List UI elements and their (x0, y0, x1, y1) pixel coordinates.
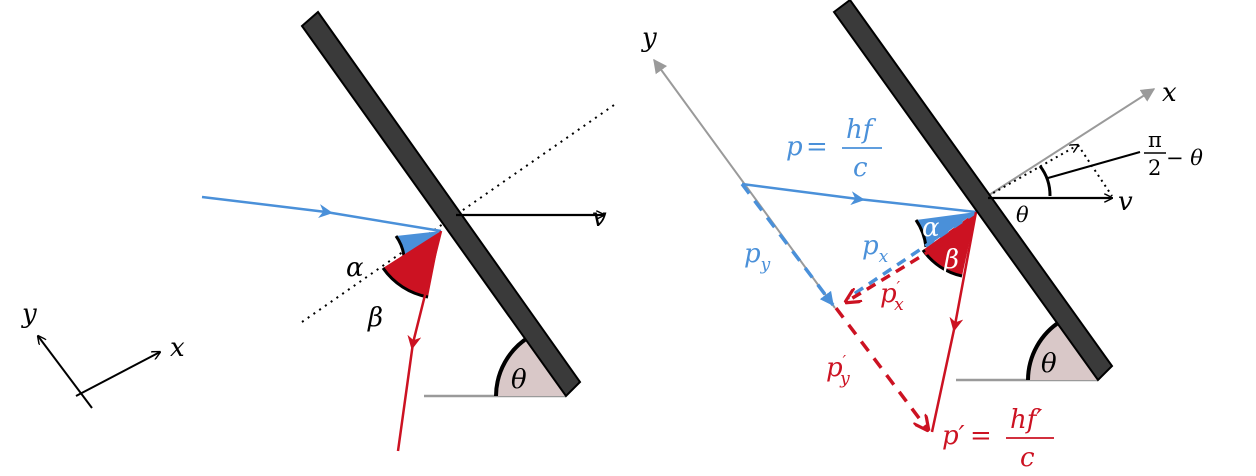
right-beta-wedge (923, 212, 976, 276)
right-beta-label: β (943, 245, 959, 275)
left-velocity-label: v (592, 203, 607, 233)
right-velocity-label: v (1118, 187, 1133, 217)
left-mirror (300, 10, 582, 398)
minus-theta-label: − θ (1166, 146, 1203, 170)
hf-prime-numerator: hf′ (1010, 405, 1042, 435)
left-theta-arc (494, 335, 531, 397)
complement-leader-line (1047, 151, 1141, 179)
p-y-component (740, 182, 835, 307)
p-x-component (847, 210, 977, 300)
left-reflected-ray (396, 230, 443, 452)
v-x-projection (987, 145, 1078, 197)
reflected-momentum-ray (930, 211, 978, 433)
c-denominator: c (853, 153, 868, 183)
hf-numerator: hf (846, 115, 877, 145)
left-alpha-label: α (346, 253, 364, 283)
pi-numerator: π (1148, 128, 1162, 152)
left-beta-label: β (367, 303, 383, 333)
reflected-momentum-formula: p′ = hf′ c (942, 405, 1054, 473)
right-x-axis-label: x (1162, 78, 1177, 108)
v-drop-line (1077, 144, 1113, 197)
c-prime-denominator: c (1020, 443, 1035, 473)
pi-denominator: 2 (1148, 156, 1161, 180)
left-theta-label: θ (511, 365, 527, 395)
p-prime-x-component (846, 238, 949, 302)
right-x-axis (974, 88, 1156, 205)
incident-momentum-ray (741, 182, 977, 214)
p-symbol: p (786, 132, 803, 162)
p-prime-x-label: p′x (880, 278, 904, 315)
axis-y-label: y (21, 299, 37, 329)
axes-icon (38, 336, 160, 409)
right-y-axis-label: y (641, 23, 657, 53)
right-theta-arc (1026, 319, 1063, 381)
p-prime-equals: = (970, 421, 992, 451)
left-alpha-wedge (396, 231, 441, 256)
p-prime-symbol: p′ (942, 421, 965, 451)
p-equals: = (806, 132, 828, 162)
p-prime-y-component (834, 306, 928, 430)
p-prime-y-label: p′y (826, 352, 850, 389)
complement-angle-arc (1038, 165, 1052, 197)
p-y-label: py (744, 239, 771, 275)
incident-momentum-formula: p = hf c (786, 115, 882, 183)
left-incident-ray (201, 195, 442, 233)
p-x-label: px (862, 231, 889, 267)
right-mirror (832, 0, 1114, 382)
axis-x-label: x (170, 333, 185, 363)
left-beta-wedge (383, 231, 441, 297)
right-small-theta-label: θ (1016, 203, 1029, 227)
right-alpha-label: α (922, 213, 940, 243)
right-mirror-scene: θ y x v π (641, 0, 1203, 473)
right-theta-label: θ (1041, 349, 1057, 379)
left-mirror-scene: θ v α β (201, 10, 615, 452)
